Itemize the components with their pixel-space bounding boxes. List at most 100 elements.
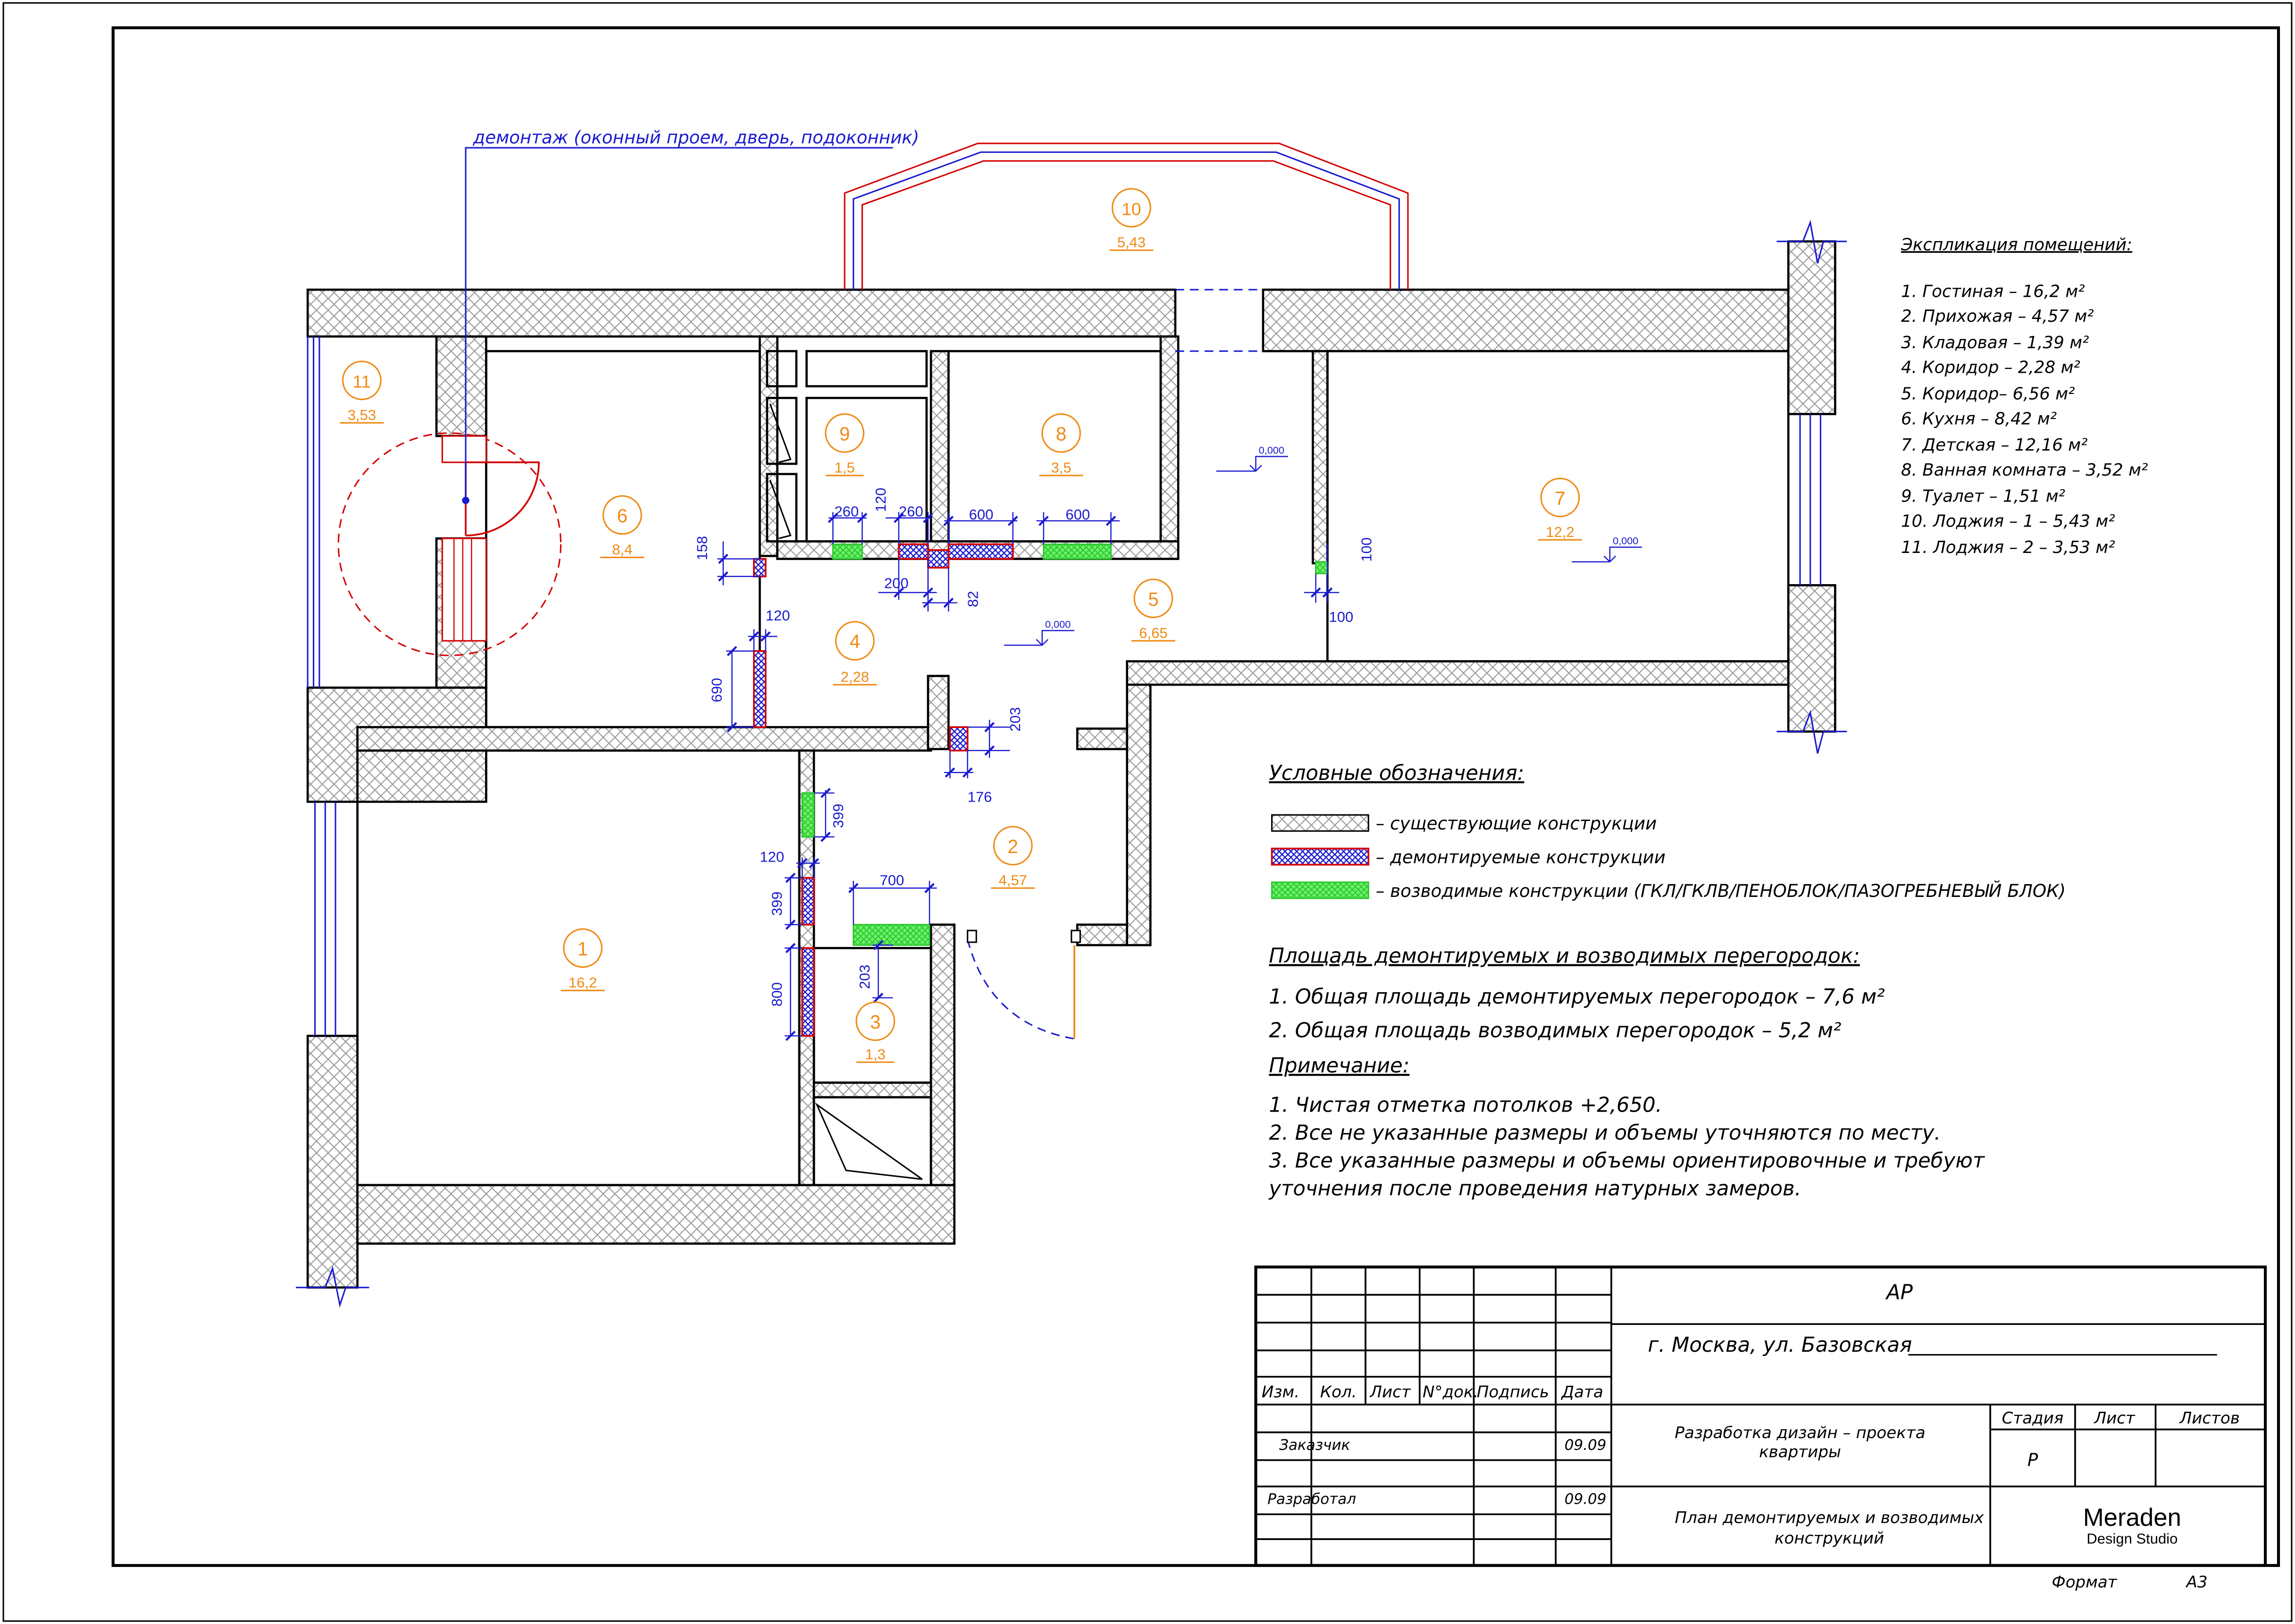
doors <box>967 929 1081 1040</box>
dim-203b: 203 <box>856 964 873 989</box>
hdr-kol: Кол. <box>1320 1382 1357 1401</box>
svg-text:7: 7 <box>1555 488 1565 509</box>
doc-code: АР <box>1885 1281 1913 1305</box>
svg-text:1,5: 1,5 <box>835 460 855 476</box>
floor-plan: демонтаж (оконный проем, дверь, подоконн… <box>296 127 1847 1308</box>
dim-100b: 100 <box>1329 609 1354 625</box>
room-marker-8: 8 3,5 <box>1039 413 1083 477</box>
developer-label: Разработал <box>1267 1491 1356 1508</box>
explication-item: 7. Детская – 12,16 м² <box>1901 435 2087 455</box>
title-block <box>1254 1265 2267 1567</box>
hdr-podpis: Подпись <box>1477 1382 1549 1401</box>
annotation-text: демонтаж (оконный проем, дверь, подоконн… <box>472 127 919 148</box>
room-marker-4: 4 2,28 <box>833 621 877 686</box>
room-marker-10: 10 5,43 <box>1109 188 1154 251</box>
dim-399b: 399 <box>769 891 785 916</box>
notes-line-3: 3. Все указанные размеры и объемы ориент… <box>1269 1149 1985 1173</box>
explication-item: 4. Коридор – 2,28 м² <box>1901 358 2080 377</box>
notes-title: Примечание: <box>1269 1054 1409 1078</box>
level-marks: 0,000 0,000 0,000 <box>1004 444 1642 646</box>
notes-line-2: 2. Все не указанные размеры и объемы уто… <box>1269 1122 1941 1145</box>
stage-header: Стадия <box>2002 1409 2064 1428</box>
windows <box>307 336 1821 1036</box>
areas-title: Площадь демонтируемых и возводимых перег… <box>1269 944 1859 968</box>
dim-260b: 260 <box>899 503 923 520</box>
dim-120a: 120 <box>872 488 889 512</box>
legend: Условные обозначения: – существующие кон… <box>1269 762 2066 901</box>
legend-swatch-demolished <box>1271 847 1370 866</box>
level-2-text: 0,000 <box>1045 618 1071 630</box>
dimension-ticks <box>718 512 1333 1041</box>
level-3-text: 0,000 <box>1613 535 1638 547</box>
notes-block: Площадь демонтируемых и возводимых перег… <box>1268 944 1985 1200</box>
project-line-1: Разработка дизайн – проекта <box>1675 1423 1925 1442</box>
dim-158: 158 <box>694 536 711 561</box>
svg-text:1: 1 <box>578 938 588 960</box>
drawing-frame <box>111 26 2280 1567</box>
format-label-text: Формат <box>2052 1573 2117 1591</box>
svg-text:6: 6 <box>617 505 628 527</box>
room-marker-7: 7 12,2 <box>1538 477 1582 541</box>
explication-item: 8. Ванная комната – 3,52 м² <box>1901 460 2148 480</box>
dim-800: 800 <box>769 982 785 1007</box>
areas-line-2: 2. Общая площадь возводимых перегородок … <box>1269 1019 1841 1043</box>
dim-600b: 600 <box>1065 506 1090 523</box>
dim-120c: 120 <box>760 848 784 865</box>
dimension-text: 158 260 120 260 600 600 200 82 100 100 1… <box>694 488 1375 1007</box>
customer-label: Заказчик <box>1279 1437 1350 1454</box>
room-marker-6: 6 8,4 <box>600 495 645 558</box>
sheet-line-1: План демонтируемых и возводимых <box>1675 1508 1985 1527</box>
svg-text:16,2: 16,2 <box>569 974 597 991</box>
svg-text:5,43: 5,43 <box>1117 234 1146 251</box>
lists-header: Листов <box>2179 1409 2240 1428</box>
dim-700: 700 <box>880 872 905 888</box>
legend-swatch-existing <box>1271 814 1369 832</box>
hdr-ndok: N°док. <box>1423 1382 1478 1401</box>
level-mark-2: 0,000 <box>1004 618 1074 646</box>
svg-text:4: 4 <box>850 631 860 653</box>
level-mark-1: 0,000 <box>1216 444 1288 472</box>
address: г. Москва, ул. Базовская <box>1648 1333 1912 1357</box>
title-block-text: АР г. Москва, ул. Базовская Изм. Кол. Ли… <box>1262 1281 2240 1548</box>
dim-176: 176 <box>968 788 992 805</box>
svg-text:8: 8 <box>1056 423 1066 444</box>
dim-399a: 399 <box>830 804 846 828</box>
svg-text:3,5: 3,5 <box>1051 460 1071 476</box>
loggia-bay <box>844 142 1409 290</box>
svg-text:4,57: 4,57 <box>999 872 1027 888</box>
svg-text:3: 3 <box>870 1012 880 1033</box>
explication-item: 3. Кладовая – 1,39 м² <box>1901 333 2089 352</box>
svg-text:2,28: 2,28 <box>841 669 869 685</box>
explication-item: 6. Кухня – 8,42 м² <box>1901 409 2057 428</box>
legend-existing: – существующие конструкции <box>1376 813 1657 834</box>
dim-200: 200 <box>884 575 909 592</box>
svg-text:9: 9 <box>839 423 850 444</box>
studio-name: Meraden <box>2083 1504 2181 1532</box>
explication-item: 10. Лоджия – 1 – 5,43 м² <box>1901 511 2115 531</box>
svg-text:3,53: 3,53 <box>348 407 376 423</box>
room-outlines <box>356 350 1790 1187</box>
customer-date: 09.09 <box>1565 1437 1607 1454</box>
opening-dashes <box>1175 289 1263 352</box>
erected-partitions <box>801 543 1328 946</box>
dim-203a: 203 <box>1007 707 1023 732</box>
dim-120b: 120 <box>766 607 790 624</box>
hdr-list: Лист <box>1369 1382 1411 1401</box>
explication-item: 11. Лоджия – 2 – 3,53 м² <box>1901 538 2115 557</box>
svg-text:10: 10 <box>1122 199 1141 219</box>
room-marker-11: 11 3,53 <box>340 360 384 424</box>
explication: Экспликация помещений: 1. Гостиная – 16,… <box>1901 235 2148 557</box>
level-mark-3: 0,000 <box>1572 535 1642 562</box>
project-line-2: квартиры <box>1759 1442 1841 1461</box>
legend-erected: – возводимые конструкции (ГКЛ/ГКЛВ/ПЕНОБ… <box>1376 880 2066 901</box>
legend-demolished: – демонтируемые конструкции <box>1376 847 1666 868</box>
dim-82: 82 <box>964 591 981 607</box>
room-marker-9: 9 1,5 <box>825 413 864 477</box>
explication-item: 9. Туалет – 1,51 м² <box>1901 487 2065 506</box>
room-marker-5: 5 6,65 <box>1131 578 1175 642</box>
explication-item: 2. Прихожая – 4,57 м² <box>1901 307 2094 326</box>
svg-text:2: 2 <box>1008 836 1018 857</box>
dim-690: 690 <box>709 678 725 703</box>
